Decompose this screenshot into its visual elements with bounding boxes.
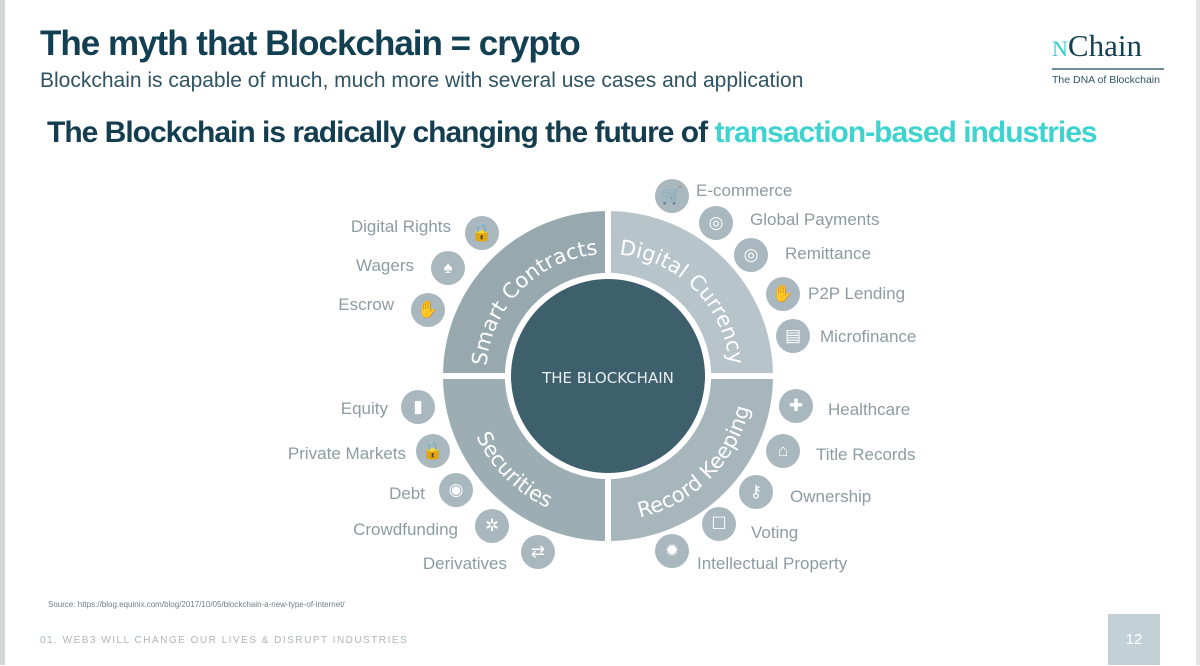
globe-transfer-icon: ◎ xyxy=(734,238,768,272)
use-case-label: Private Markets xyxy=(287,444,406,463)
people-network-icon: ✲ xyxy=(475,509,509,543)
segment-smart-contracts xyxy=(443,211,608,376)
use-case-label: Escrow xyxy=(338,295,394,314)
handshake-icon: ✋ xyxy=(411,293,445,327)
footer-section: 01. WEB3 WILL CHANGE OUR LIVES & DISRUPT… xyxy=(40,635,409,646)
center-label: THE BLOCKCHAIN xyxy=(541,369,674,387)
use-case-label: Debt xyxy=(389,484,425,503)
use-case-label: Remittance xyxy=(785,244,871,263)
headline: The Blockchain is radically changing the… xyxy=(47,116,1098,150)
use-case-label: Intellectual Property xyxy=(697,554,848,573)
use-case-label: Equity xyxy=(340,399,388,418)
use-case-label: Voting xyxy=(751,523,799,542)
center-circle xyxy=(511,279,705,473)
cart-icon: 🛒 xyxy=(655,179,689,213)
lightbulb-icon: ✹ xyxy=(655,534,689,568)
lock-icon: 🔒 xyxy=(465,216,499,250)
use-case-label: Title Records xyxy=(816,445,916,464)
segment-securities xyxy=(443,376,608,541)
logo-tagline: The DNA of Blockchain xyxy=(1052,74,1160,86)
nchain-logo: NChain The DNA of Blockchain xyxy=(1052,30,1164,86)
use-case-label: Microfinance xyxy=(820,327,917,346)
use-case-label: Healthcare xyxy=(828,400,911,419)
use-case-label: Crowdfunding xyxy=(353,520,458,539)
globe-icon: ◎ xyxy=(699,206,733,240)
use-case-label: Global Payments xyxy=(750,210,880,229)
slide-edge xyxy=(0,0,5,665)
key-icon: ⚷ xyxy=(739,475,773,509)
logo-divider xyxy=(1052,68,1164,70)
bar-chart-icon: ▮ xyxy=(401,390,435,424)
hand-coin-icon: ◉ xyxy=(439,473,473,507)
ballot-box-icon: ☐ xyxy=(702,507,736,541)
exchange-arrows-icon: ⇄ xyxy=(521,535,555,569)
medical-folder-icon: ✚ xyxy=(779,389,813,423)
slide-subtitle: Blockchain is capable of much, much more… xyxy=(40,69,804,92)
money-icon: ▤ xyxy=(776,319,810,353)
use-case-label: Wagers xyxy=(356,256,414,275)
segment-record-keeping xyxy=(608,376,773,541)
hand-money-icon: ✋ xyxy=(766,277,800,311)
card-suits-icon: ♠ xyxy=(431,251,465,285)
headline-highlight: transaction-based industries xyxy=(714,116,1097,149)
use-case-label: P2P Lending xyxy=(808,284,906,303)
use-case-label: Digital Rights xyxy=(350,217,451,236)
headline-prefix: The Blockchain is radically changing the… xyxy=(47,116,715,149)
source-citation: Source: https://blog.equinix.com/blog/20… xyxy=(48,600,345,609)
segment-digital-currency xyxy=(608,211,773,376)
use-case-label: Derivatives xyxy=(422,554,507,573)
slide-title: The myth that Blockchain = crypto xyxy=(40,24,581,63)
use-case-label: Ownership xyxy=(790,487,872,506)
page-number: 12 xyxy=(1108,614,1160,665)
slide-edge xyxy=(1196,0,1200,665)
use-case-label: E-commerce xyxy=(696,181,793,200)
lock-icon: 🔒 xyxy=(416,434,450,468)
house-icon: ⌂ xyxy=(766,434,800,468)
logo-wordmark: NChain xyxy=(1052,28,1142,63)
